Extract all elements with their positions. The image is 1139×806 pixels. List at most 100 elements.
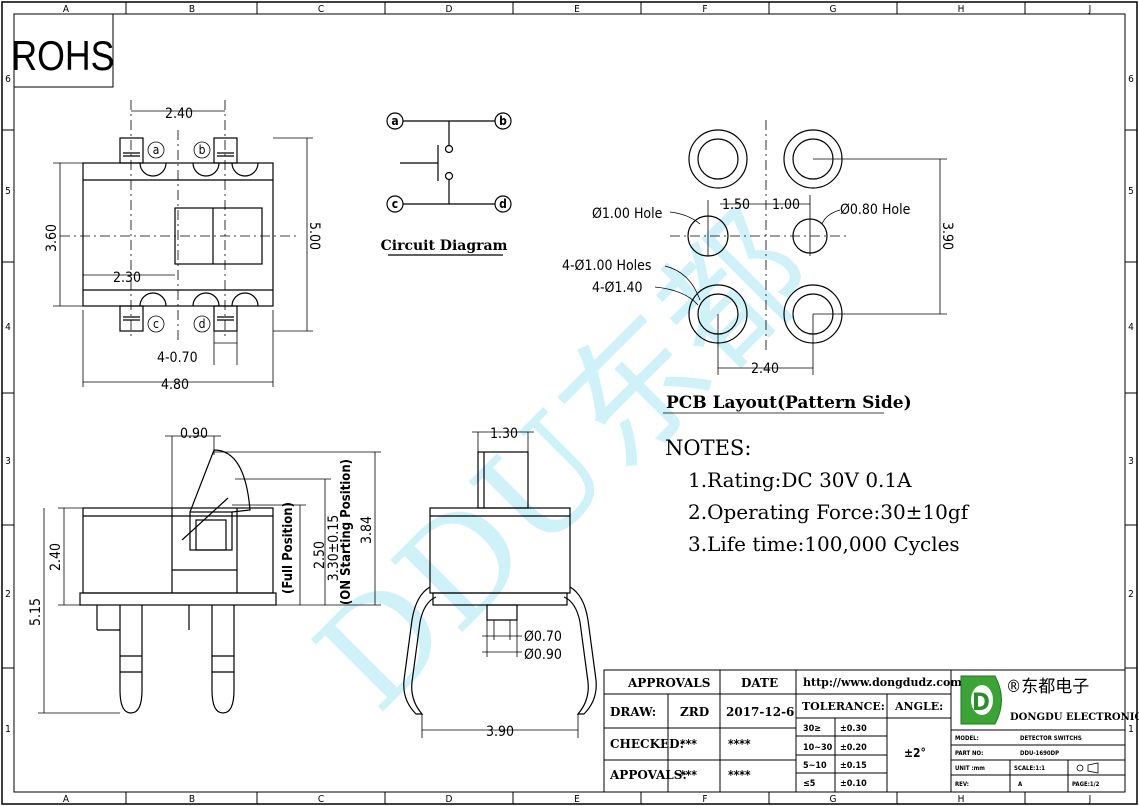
col-label: H	[958, 4, 965, 15]
col-label: E	[574, 4, 580, 15]
dim-090: 0.90	[180, 426, 208, 442]
col-label: F	[702, 4, 707, 15]
dim-230: 2.30	[113, 270, 141, 286]
col-label: J	[1088, 794, 1092, 805]
circuit-pin-d: d	[499, 197, 507, 211]
tol-range: 5~10	[803, 761, 827, 771]
dim-330: 3.30±0.15	[326, 515, 342, 582]
side-view	[38, 435, 381, 714]
tol-value: ±0.20	[840, 743, 867, 753]
full-position-label: (Full Position)	[281, 502, 296, 594]
tol-value: ±0.30	[840, 724, 867, 734]
pcb-dim-100: 1.00	[772, 197, 800, 213]
appovals-name: ***	[680, 768, 697, 782]
pcb-dim-390: 3.90	[939, 222, 955, 250]
model-value: DETECTOR SWITCHS	[1020, 735, 1082, 742]
col-label: J	[1088, 4, 1092, 15]
col-label: F	[702, 794, 707, 805]
col-label: G	[830, 4, 837, 15]
side-view-labels: 0.90 2.40 5.15 2.50 3.30±0.15 3.84 (Full…	[28, 426, 375, 626]
col-label: C	[318, 4, 324, 15]
draw-date: 2017-12-6	[726, 705, 794, 719]
top-view	[53, 100, 313, 387]
company-logo: D	[960, 675, 1002, 725]
angle-value: ±2°	[904, 746, 926, 760]
top-view-labels: 2.40 3.60 5.00 2.30 4-0.70 4.80 a b c d	[44, 106, 322, 393]
pcb-dim-150: 1.50	[722, 197, 750, 213]
row-label: 4	[1128, 322, 1134, 333]
appovals-date: ****	[728, 768, 751, 782]
pcb-title: PCB Layout(Pattern Side)	[666, 393, 912, 413]
company-cn: ®东都电子	[1006, 677, 1089, 697]
rohs-box	[13, 13, 114, 88]
row-label: 3	[5, 456, 11, 467]
company-en: DONGDU ELECTRONICS	[1010, 712, 1139, 723]
draw-label: DRAW:	[610, 705, 656, 719]
dim-240: 2.40	[165, 106, 193, 122]
col-label: D	[446, 794, 453, 805]
col-label: B	[189, 794, 195, 805]
dim-pin: 4-0.70	[157, 350, 198, 366]
dim-phi-090: Ø0.90	[524, 647, 562, 663]
pcb-holes-140: 4-Ø1.40	[592, 280, 643, 296]
tol-range: 10~30	[803, 743, 833, 753]
unit-label: UNIT :mm	[955, 765, 985, 772]
col-label: D	[446, 4, 453, 15]
checked-name: ***	[680, 737, 697, 751]
dim-phi-070: Ø0.70	[524, 629, 562, 645]
angle-header: ANGLE:	[894, 700, 943, 713]
company-url: http://www.dongdudz.com	[803, 676, 962, 689]
tol-value: ±0.15	[840, 761, 867, 771]
rohs-label: ROHS	[11, 33, 114, 79]
row-label: 5	[5, 186, 11, 197]
circuit-pin-b: b	[499, 114, 507, 128]
front-view	[403, 431, 597, 738]
row-label: 6	[5, 74, 11, 85]
approvals-header: APPROVALS	[627, 676, 710, 690]
rev-label: REV:	[955, 781, 969, 788]
notes-title: NOTES:	[665, 436, 751, 460]
pcb-holes-100: 4-Ø1.00 Holes	[562, 258, 652, 274]
note-item: 1.Rating:DC 30V 0.1A	[688, 468, 912, 492]
row-label: 6	[1128, 74, 1134, 85]
circuit-pin-a: a	[391, 114, 398, 128]
dim-130: 1.30	[490, 426, 518, 442]
appovals-label: APPOVALS:	[609, 768, 687, 782]
row-label: 5	[1128, 186, 1134, 197]
frame-labels: A B C D E F G H J A B C D E F G H J 6 5 …	[5, 4, 1134, 805]
note-item: 2.Operating Force:30±10gf	[688, 500, 970, 524]
col-label: E	[574, 794, 580, 805]
pcb-layout	[654, 120, 947, 414]
page-label: PAGE:1/2	[1072, 781, 1100, 788]
row-label: 3	[1128, 456, 1134, 467]
pin-c-label: c	[153, 317, 159, 331]
col-label: A	[63, 4, 70, 15]
part-value: DDU-1690DP	[1020, 750, 1059, 757]
dim-360: 3.60	[44, 224, 60, 252]
notes: NOTES: 1.Rating:DC 30V 0.1A 2.Operating …	[665, 436, 970, 556]
checked-date: ****	[728, 737, 751, 751]
dim-384: 3.84	[359, 516, 375, 544]
col-label: C	[318, 794, 324, 805]
pin-b-label: b	[199, 143, 206, 157]
projection-symbol	[1076, 762, 1099, 774]
model-label: MODEL:	[955, 735, 979, 742]
circuit-diagram	[386, 112, 512, 256]
rev-value: A	[1018, 781, 1023, 788]
circuit-title: Circuit Diagram	[381, 238, 508, 254]
title-block	[603, 669, 1126, 793]
row-label: 2	[5, 589, 11, 600]
row-label: 2	[1128, 589, 1134, 600]
front-view-labels: 1.30 Ø0.70 Ø0.90 3.90	[486, 426, 562, 740]
on-position-label: (ON Starting Position)	[339, 459, 354, 605]
dim-250: 2.50	[312, 541, 328, 569]
pcb-hole-left: Ø1.00 Hole	[592, 206, 663, 222]
dim-side-240: 2.40	[48, 543, 64, 571]
pin-a-label: a	[153, 143, 160, 157]
dim-500: 5.00	[306, 222, 322, 250]
pin-d-label: d	[199, 317, 206, 331]
dim-515: 5.15	[28, 598, 44, 626]
row-label: 1	[1128, 724, 1134, 735]
